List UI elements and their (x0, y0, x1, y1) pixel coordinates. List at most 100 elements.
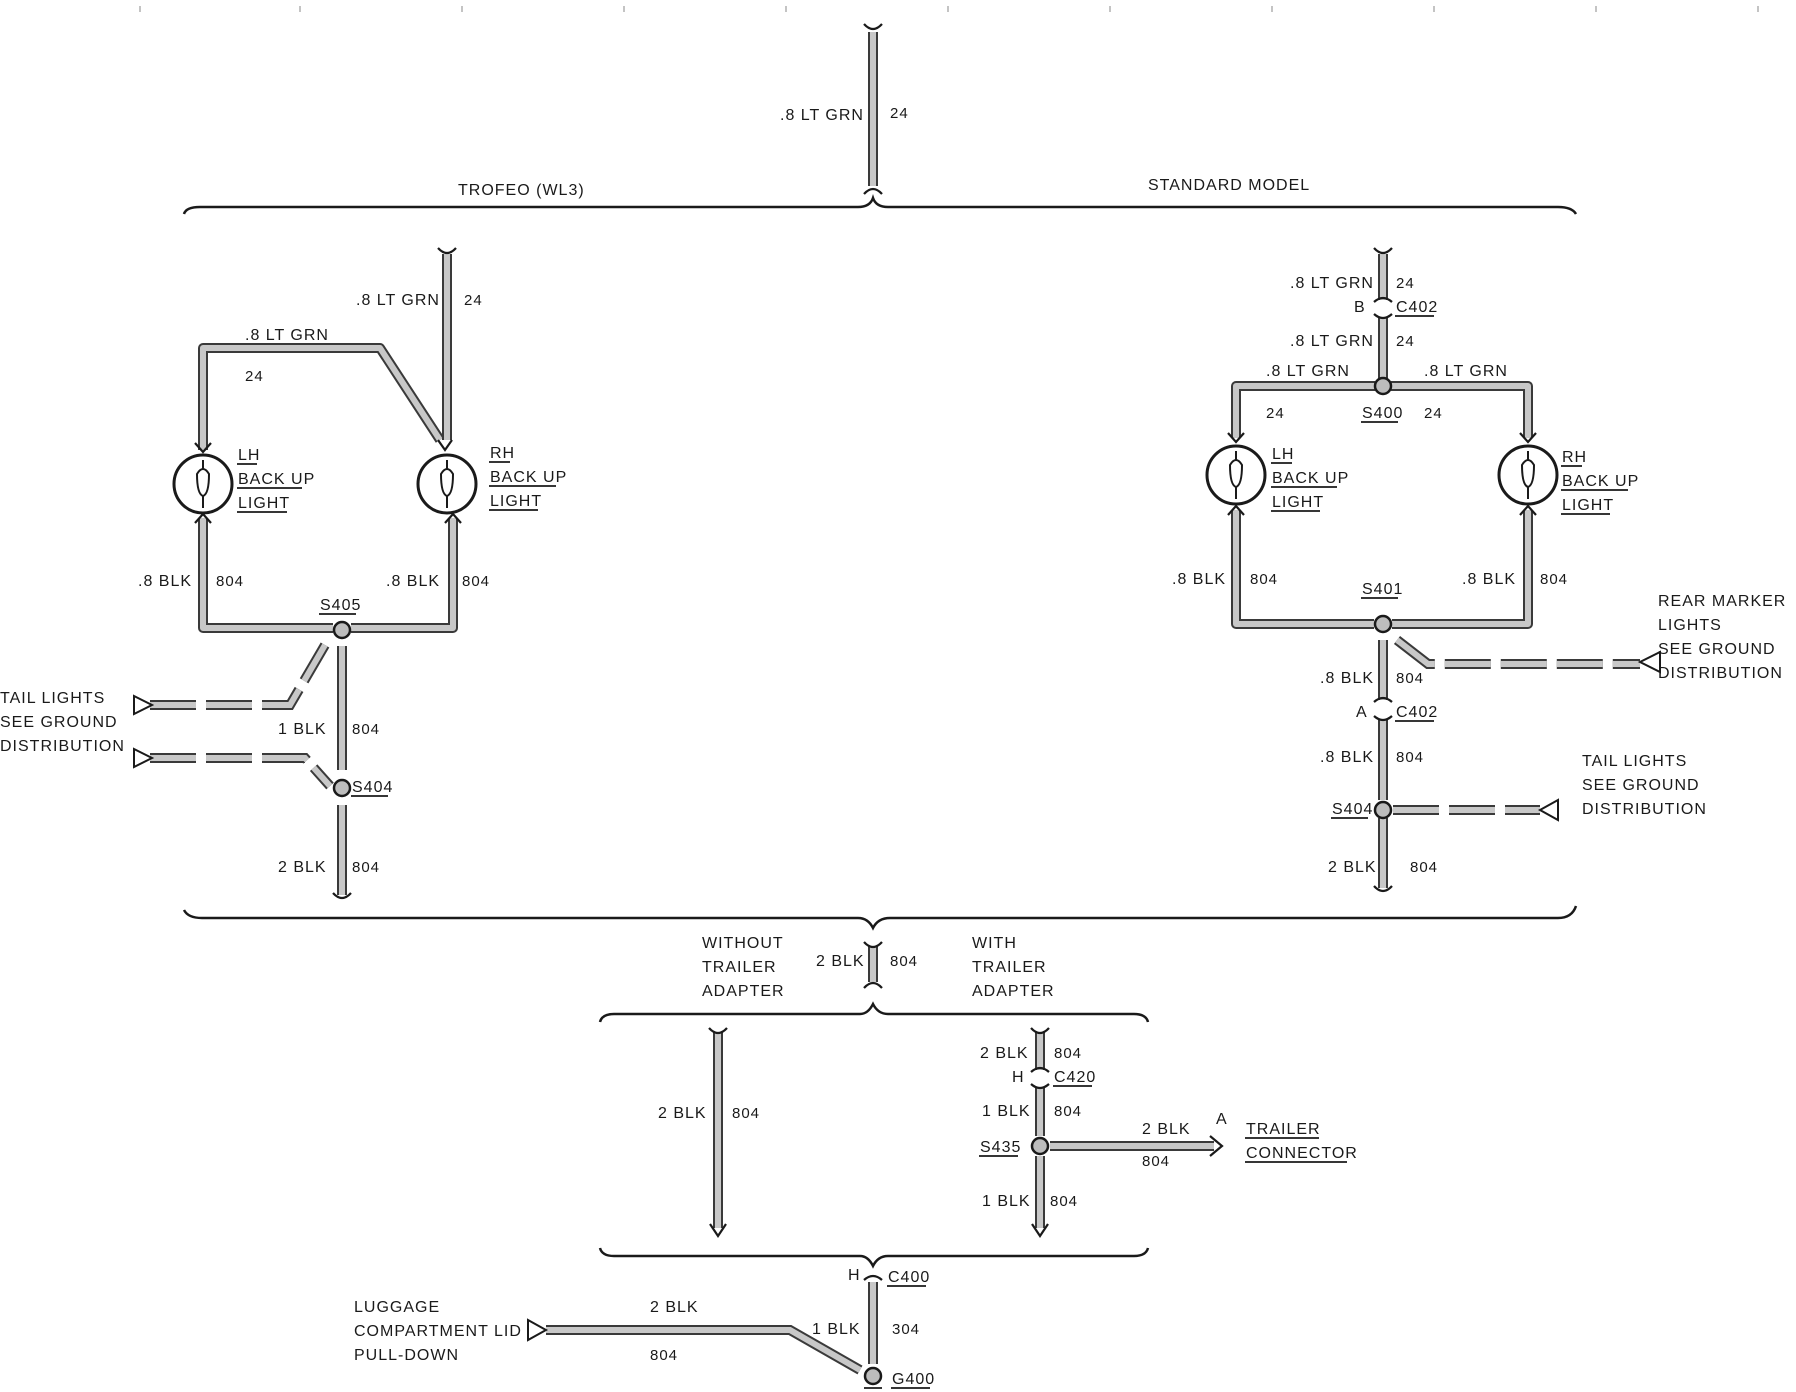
with-trailer-circuit-1: 804 (1054, 1045, 1082, 1062)
std-rh-backup-bulb-icon (1497, 444, 1559, 506)
with-trailer-color-2: 1 BLK (982, 1103, 1031, 1120)
std-lh-label-1: LH (1272, 446, 1294, 463)
splice-s435 (1030, 1136, 1050, 1156)
splice-s404-left-label: S404 (352, 779, 393, 796)
trofeo-rh-ground-circuit: 804 (462, 573, 490, 590)
trofeo-lh-ground-color: .8 BLK (138, 573, 192, 590)
c402-top-pin: B (1354, 299, 1366, 316)
luggage-wire-circuit: 804 (650, 1347, 678, 1364)
rear-marker-3: SEE GROUND (1658, 641, 1776, 658)
standard-wiring (1227, 247, 1661, 893)
std-lh-backup-bulb-icon (1205, 444, 1267, 506)
std-bottom-color: 2 BLK (1328, 859, 1377, 876)
lh-label-1: LH (238, 447, 260, 464)
std-rh-label-3: LIGHT (1562, 497, 1614, 514)
std-rh-ground-color: .8 BLK (1462, 571, 1516, 588)
bottom-feed-circuit: 804 (890, 953, 918, 970)
std-rh-label-2: BACK UP (1562, 473, 1639, 490)
g400-circuit: 304 (892, 1321, 920, 1338)
std-feed-circuit-2: 24 (1396, 333, 1415, 350)
luggage-2: COMPARTMENT LID (354, 1323, 522, 1340)
with-trailer-wire (1030, 1027, 1224, 1238)
trailer-upper-brace (598, 1001, 1150, 1023)
trofeo-mid-circuit: 804 (352, 721, 380, 738)
splice-s400-label: S400 (1362, 405, 1403, 422)
lh-label-3: LIGHT (238, 495, 290, 512)
section-standard: STANDARD MODEL (1148, 177, 1310, 194)
g400-label: G400 (892, 1371, 935, 1388)
with-trailer-2: TRAILER (972, 959, 1047, 976)
std-feed-color-2: .8 LT GRN (1290, 333, 1374, 350)
splice-s400 (1373, 376, 1393, 396)
rh-label-1: RH (490, 445, 515, 462)
std-bottom-circuit: 804 (1410, 859, 1438, 876)
tail-lights-left-2: SEE GROUND (0, 714, 118, 731)
top-feed-wire (863, 23, 883, 195)
bottom-feed-color: 2 BLK (816, 953, 865, 970)
rh-backup-bulb-icon (416, 453, 478, 515)
ground-g400 (863, 1366, 883, 1386)
with-trailer-3: ADAPTER (972, 983, 1055, 1000)
g400-blk-color: 1 BLK (812, 1321, 861, 1338)
trofeo-mid-color: 1 BLK (278, 721, 327, 738)
luggage-wire-color: 2 BLK (650, 1299, 699, 1316)
c400-label: C400 (888, 1269, 930, 1286)
top-feed-circuit: 24 (890, 105, 909, 122)
std-mid-circuit-1: 804 (1396, 670, 1424, 687)
without-trailer-circuit: 804 (732, 1105, 760, 1122)
c402-bottom-label: C402 (1396, 704, 1438, 721)
with-trailer-circuit-2: 804 (1054, 1103, 1082, 1120)
section-trofeo: TROFEO (WL3) (458, 182, 585, 199)
splice-s404-left (332, 778, 352, 798)
std-lh-loop-color: .8 LT GRN (1266, 363, 1350, 380)
splice-s404-right (1373, 800, 1393, 820)
bottom-feed-wire (863, 941, 883, 989)
tail-lights-left-3: DISTRIBUTION (0, 738, 125, 755)
trofeo-loop-circuit: 24 (245, 368, 264, 385)
std-rh-label-1: RH (1562, 449, 1587, 466)
std-lh-label-3: LIGHT (1272, 494, 1324, 511)
splice-s401 (1373, 614, 1393, 634)
rear-marker-4: DISTRIBUTION (1658, 665, 1783, 682)
trailer-lower-brace (598, 1247, 1150, 1269)
trofeo-bottom-circuit: 804 (352, 859, 380, 876)
std-lh-label-2: BACK UP (1272, 470, 1349, 487)
top-feed-color: .8 LT GRN (780, 107, 864, 124)
std-rh-ground-circuit: 804 (1540, 571, 1568, 588)
std-lh-ground-circuit: 804 (1250, 571, 1278, 588)
c400-pin: H (848, 1267, 861, 1284)
splice-s401-label: S401 (1362, 581, 1403, 598)
splice-s405 (332, 620, 352, 640)
lh-label-2: BACK UP (238, 471, 315, 488)
tail-lights-left-1: TAIL LIGHTS (0, 690, 105, 707)
tail-lights-right-3: DISTRIBUTION (1582, 801, 1707, 818)
std-mid-circuit-2: 804 (1396, 749, 1424, 766)
rear-marker-1: REAR MARKER (1658, 593, 1786, 610)
std-lh-ground-color: .8 BLK (1172, 571, 1226, 588)
std-rh-loop-circuit: 24 (1424, 405, 1443, 422)
with-trailer-color-1: 2 BLK (980, 1045, 1029, 1062)
with-trailer-circuit-3: 804 (1050, 1193, 1078, 1210)
with-trailer-1: WITH (972, 935, 1017, 952)
trailer-connector-2: CONNECTOR (1246, 1145, 1358, 1162)
without-trailer-color: 2 BLK (658, 1105, 707, 1122)
rh-label-2: BACK UP (490, 469, 567, 486)
without-trailer-1: WITHOUT (702, 935, 784, 952)
std-feed-circuit-1: 24 (1396, 275, 1415, 292)
splice-s435-label: S435 (980, 1139, 1021, 1156)
splice-s404-right-label: S404 (1332, 801, 1373, 818)
trailer-connector-1: TRAILER (1246, 1121, 1321, 1138)
rh-label-3: LIGHT (490, 493, 542, 510)
trailer-wire-circuit: 804 (1142, 1153, 1170, 1170)
std-mid-color-2: .8 BLK (1320, 749, 1374, 766)
tail-lights-right-1: TAIL LIGHTS (1582, 753, 1687, 770)
trofeo-rh-ground-color: .8 BLK (386, 573, 440, 590)
splice-s405-label: S405 (320, 597, 361, 614)
luggage-1: LUGGAGE (354, 1299, 440, 1316)
trailer-pin: A (1216, 1111, 1228, 1128)
c402-bottom-pin: A (1356, 704, 1368, 721)
std-rh-loop-color: .8 LT GRN (1424, 363, 1508, 380)
c420-label: C420 (1054, 1069, 1096, 1086)
upper-brace (182, 194, 1578, 215)
